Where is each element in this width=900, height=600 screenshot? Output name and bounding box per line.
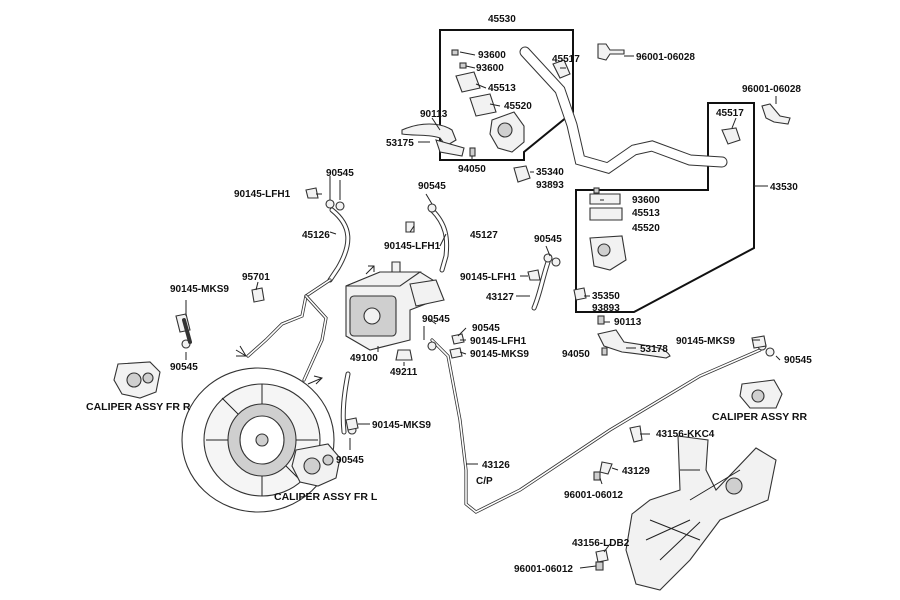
brake-lever-right — [597, 329, 671, 359]
label-43126: 43126 — [482, 460, 510, 471]
part-labels: 45530 93600 93600 45513 45520 45517 9600… — [170, 14, 812, 575]
caption-caliper-fr-r: CALIPER ASSY FR R — [86, 401, 191, 413]
label-96001-06012: 96001-06012 — [564, 490, 623, 501]
front-wheel — [181, 367, 335, 513]
group-box-45530 — [439, 29, 574, 161]
label-90145-mks9: 90145-MKS9 — [170, 284, 229, 295]
label-90545: 90545 — [170, 362, 198, 373]
label-95701: 95701 — [242, 272, 270, 283]
rear-swing-arm — [625, 435, 777, 591]
label-49211: 49211 — [390, 367, 418, 378]
leader-lines — [185, 51, 781, 569]
label-90113: 90113 — [420, 109, 448, 120]
master-cylinder-right — [589, 193, 627, 271]
label-90545: 90545 — [418, 181, 446, 192]
label-90113: 90113 — [614, 317, 642, 328]
label-93600: 93600 — [476, 63, 504, 74]
hardware — [175, 43, 791, 571]
label-cp: C/P — [476, 476, 493, 487]
label-90145-mks9: 90145-MKS9 — [372, 420, 431, 431]
caliper-captions: CALIPER ASSY FR R CALIPER ASSY FR L CALI… — [86, 401, 808, 503]
label-90145-lfh1: 90145-LFH1 — [384, 241, 441, 252]
label-90145-lfh1: 90145-LFH1 — [234, 189, 291, 200]
caliper-rr — [739, 379, 783, 409]
abs-modulator — [345, 261, 445, 351]
handlebar — [519, 46, 728, 175]
label-90145-lfh1: 90145-LFH1 — [470, 336, 527, 347]
label-53178: 53178 — [640, 344, 668, 355]
master-cylinder-left — [455, 71, 525, 153]
label-45517: 45517 — [716, 108, 744, 119]
hose-45126 — [327, 207, 351, 283]
caption-caliper-rr: CALIPER ASSY RR — [712, 411, 808, 423]
label-90145-mks9: 90145-MKS9 — [470, 349, 529, 360]
label-93893: 93893 — [536, 180, 564, 191]
label-45517: 45517 — [552, 54, 580, 65]
label-43127: 43127 — [486, 292, 514, 303]
label-53175: 53175 — [386, 138, 414, 149]
label-96001-06012: 96001-06012 — [514, 564, 573, 575]
label-45520: 45520 — [504, 101, 532, 112]
bracket-49211 — [395, 349, 413, 361]
brake-lever-left — [401, 123, 465, 157]
caption-caliper-fr-l: CALIPER ASSY FR L — [274, 491, 378, 503]
caliper-fr-r — [113, 361, 161, 399]
label-45513: 45513 — [488, 83, 516, 94]
label-49100: 49100 — [350, 353, 378, 364]
label-35350: 35350 — [592, 291, 620, 302]
label-90545: 90545 — [336, 455, 364, 466]
label-93600: 93600 — [632, 195, 660, 206]
label-90545: 90545 — [784, 355, 812, 366]
label-94050: 94050 — [562, 349, 590, 360]
label-90545: 90545 — [534, 234, 562, 245]
label-90145-mks9: 90145-MKS9 — [676, 336, 735, 347]
label-45127: 45127 — [470, 230, 498, 241]
label-96001-06028: 96001-06028 — [636, 52, 695, 63]
label-90145-lfh1: 90145-LFH1 — [460, 272, 517, 283]
label-45513: 45513 — [632, 208, 660, 219]
retainer-clip-43156-kkc4 — [629, 425, 643, 443]
label-35340: 35340 — [536, 167, 564, 178]
label-90545: 90545 — [472, 323, 500, 334]
label-45126: 45126 — [302, 230, 330, 241]
label-43129: 43129 — [622, 466, 650, 477]
label-43530: 43530 — [770, 182, 798, 193]
label-45530: 45530 — [488, 14, 516, 25]
label-96001-06028: 96001-06028 — [742, 84, 801, 95]
clip-43129 — [599, 461, 613, 475]
label-45520: 45520 — [632, 223, 660, 234]
label-90545: 90545 — [326, 168, 354, 179]
label-43156-ldb2: 43156-LDB2 — [572, 538, 630, 549]
caliper-fr-l — [291, 443, 341, 487]
label-43156-kkc4: 43156-KKC4 — [656, 429, 715, 440]
label-93893: 93893 — [592, 303, 620, 314]
label-90545: 90545 — [422, 314, 450, 325]
label-93600: 93600 — [478, 50, 506, 61]
label-94050: 94050 — [458, 164, 486, 175]
group-box-43530 — [575, 102, 755, 313]
